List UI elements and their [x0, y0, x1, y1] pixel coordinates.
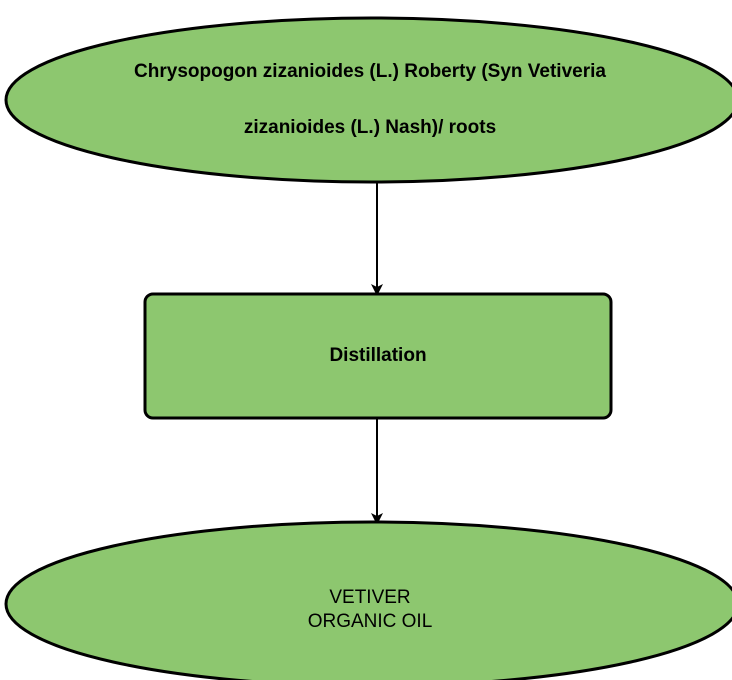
distillation-label-text: Distillation: [329, 345, 427, 366]
product-label-line-1: VETIVER: [329, 587, 411, 608]
product-ellipse: [4, 520, 732, 680]
distillation-label: Distillation: [146, 294, 610, 418]
product-label: VETIVER ORGANIC OIL: [160, 560, 580, 660]
source-label: Chrysopogon zizanioides (L.) Roberty (Sy…: [20, 40, 720, 160]
product-label-line-2: ORGANIC OIL: [307, 611, 433, 632]
source-ellipse: [4, 16, 732, 184]
source-label-line-1: Chrysopogon zizanioides (L.) Roberty (Sy…: [134, 61, 606, 82]
source-label-line-2: zizanioides (L.) Nash)/ roots: [243, 117, 497, 138]
